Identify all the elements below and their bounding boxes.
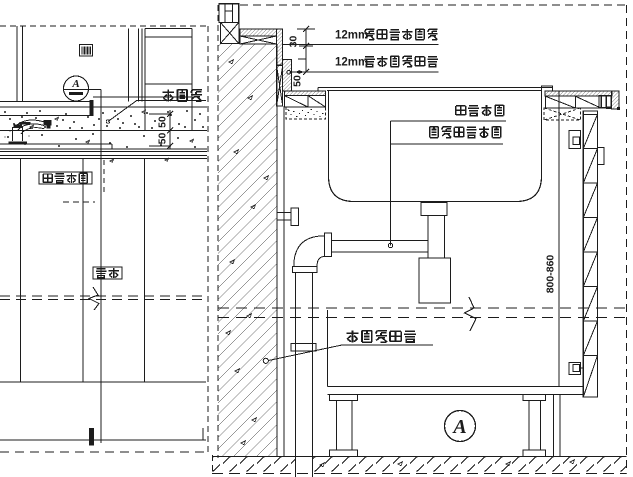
- svg-text:50: 50: [157, 116, 169, 128]
- svg-text:12mm: 12mm: [335, 57, 368, 69]
- svg-text:A: A: [71, 78, 79, 90]
- svg-text:30: 30: [288, 36, 300, 48]
- svg-text:A: A: [451, 416, 466, 438]
- svg-text:12mm: 12mm: [335, 30, 368, 42]
- svg-text:800-860: 800-860: [545, 255, 557, 294]
- svg-text:50: 50: [292, 75, 304, 87]
- svg-text:50: 50: [157, 133, 169, 145]
